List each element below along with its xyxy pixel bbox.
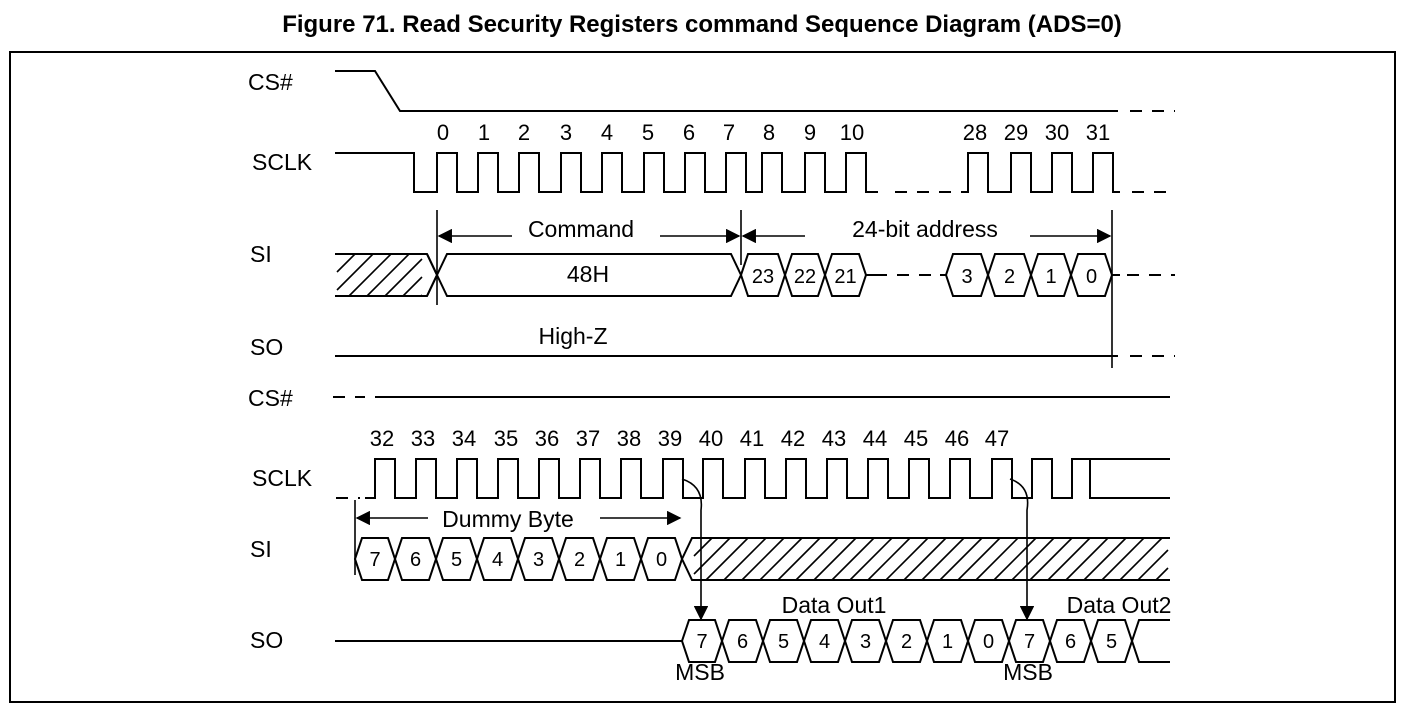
data-out1-bit: 6 [737, 631, 748, 653]
clock-number: 36 [535, 426, 559, 451]
clock-number: 2 [518, 120, 530, 145]
command-value: 48H [567, 261, 609, 287]
sclk-label-bottom: SCLK [252, 465, 313, 491]
address-bit: 0 [1086, 266, 1097, 288]
address-bit: 21 [834, 266, 856, 288]
dummy-bit: 0 [656, 549, 667, 571]
so-label-top: SO [250, 334, 283, 360]
dummy-bit: 3 [533, 549, 544, 571]
data-out2-bit: 6 [1065, 631, 1076, 653]
clock-number: 29 [1004, 120, 1028, 145]
clock-number: 41 [740, 426, 764, 451]
clock-number: 6 [683, 120, 695, 145]
data-out1-bit: 5 [778, 631, 789, 653]
address-bit: 1 [1045, 266, 1056, 288]
dummy-bit: 7 [369, 549, 380, 571]
cs-label-top: CS# [248, 69, 293, 95]
si-dont-care-top [335, 253, 439, 297]
clock-number: 34 [452, 426, 476, 451]
sclk-waveform-bottom [365, 458, 1170, 499]
clock-number: 39 [658, 426, 682, 451]
clock-number: 44 [863, 426, 887, 451]
data-out1-bit: 3 [860, 631, 871, 653]
clock-number: 28 [963, 120, 987, 145]
figure-title: Figure 71. Read Security Registers comma… [282, 11, 1122, 38]
data-out1-bit: 7 [696, 631, 707, 653]
clock-number: 43 [822, 426, 846, 451]
dummy-bit: 5 [451, 549, 462, 571]
clock-number: 47 [985, 426, 1009, 451]
data-out1-bit: 2 [901, 631, 912, 653]
si-dont-care-bottom [681, 537, 1170, 581]
clock-numbers-top: 0 1 2 3 4 5 6 7 8 9 10 28 29 30 31 [437, 120, 1110, 145]
si-waveform-bottom: 7 6 5 4 3 2 1 0 [353, 537, 684, 581]
clock-number: 32 [370, 426, 394, 451]
clock-number: 46 [945, 426, 969, 451]
clock-number: 0 [437, 120, 449, 145]
output-arrow-2 [1009, 478, 1035, 621]
si-label-bottom: SI [250, 536, 272, 562]
data-out1-bit: 0 [983, 631, 994, 653]
dummy-bit: 2 [574, 549, 585, 571]
clock-number: 1 [478, 120, 490, 145]
clock-number: 10 [840, 120, 864, 145]
dummy-bit: 1 [615, 549, 626, 571]
data-out2-label: Data Out2 [1067, 592, 1172, 618]
clock-number: 7 [723, 120, 735, 145]
dummy-bit: 6 [410, 549, 421, 571]
clock-number: 8 [763, 120, 775, 145]
clock-number: 5 [642, 120, 654, 145]
cs-waveform-top [335, 70, 1118, 112]
si-label-top: SI [250, 241, 272, 267]
dummy-bit: 4 [492, 549, 503, 571]
sclk-label-top: SCLK [252, 149, 313, 175]
address-bit: 22 [794, 266, 816, 288]
address-bit: 23 [752, 266, 774, 288]
msb-label-2: MSB [1003, 659, 1053, 685]
data-out2-bit: 5 [1106, 631, 1117, 653]
cs-label-bottom: CS# [248, 385, 293, 411]
clock-number: 37 [576, 426, 600, 451]
clock-number: 3 [560, 120, 572, 145]
sclk-waveform-top [335, 152, 1175, 193]
command-label: Command [528, 216, 634, 242]
data-out1-bit: 1 [942, 631, 953, 653]
output-arrow-1 [681, 478, 709, 621]
so-label-bottom: SO [250, 627, 283, 653]
address-bit: 3 [961, 266, 972, 288]
clock-number: 33 [411, 426, 435, 451]
data-out2-bit: 7 [1024, 631, 1035, 653]
diagram-frame [9, 51, 1396, 703]
address-bit: 2 [1004, 266, 1015, 288]
clock-number: 38 [617, 426, 641, 451]
data-out1-bit: 4 [819, 631, 830, 653]
clock-number: 30 [1045, 120, 1069, 145]
address-label: 24-bit address [852, 216, 998, 242]
clock-number: 4 [601, 120, 613, 145]
clock-number: 42 [781, 426, 805, 451]
clock-number: 31 [1086, 120, 1110, 145]
so-waveform-bottom: 7 6 5 4 3 2 1 0 7 6 5 [335, 619, 1170, 663]
dummy-byte-label: Dummy Byte [442, 506, 574, 532]
high-z-label: High-Z [538, 323, 607, 349]
clock-number: 35 [494, 426, 518, 451]
msb-label-1: MSB [675, 659, 725, 685]
clock-number: 45 [904, 426, 928, 451]
clock-number: 40 [699, 426, 723, 451]
clock-number: 9 [804, 120, 816, 145]
clock-numbers-bottom: 32 33 34 35 36 37 38 39 40 41 42 43 44 45 46 47 [370, 426, 1009, 451]
data-out1-label: Data Out1 [782, 592, 887, 618]
